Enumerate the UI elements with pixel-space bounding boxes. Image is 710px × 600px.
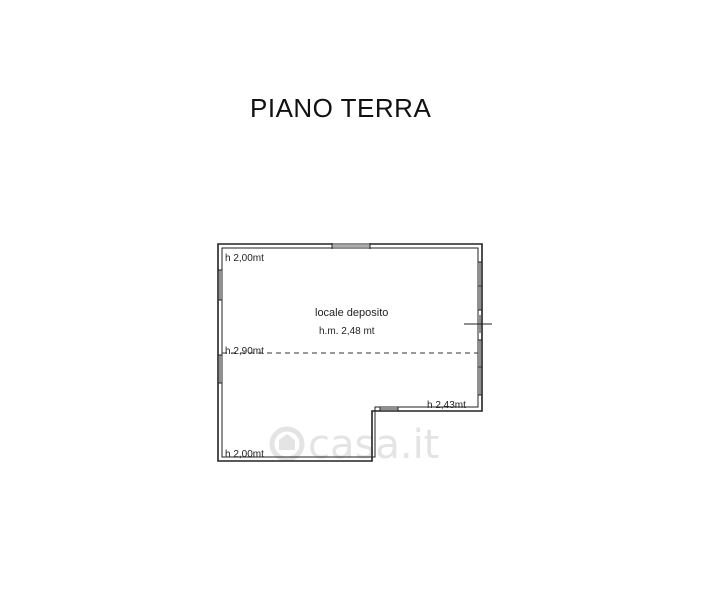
- top-window: [331, 243, 371, 249]
- room-name: locale deposito: [315, 307, 388, 319]
- left-window-lower: [218, 354, 222, 384]
- room-average-height: h.m. 2,48 mt: [319, 326, 375, 337]
- right-window-upper: [478, 261, 482, 311]
- step-window: [379, 407, 399, 411]
- outer-wall: [217, 243, 483, 462]
- plan-title: PIANO TERRA: [250, 93, 431, 123]
- left-window-upper: [218, 269, 222, 301]
- height-label-step: h 2,43mt: [427, 400, 466, 411]
- height-label-bottom-left: h 2,00mt: [225, 449, 264, 460]
- height-label-top-left: h 2,00mt: [225, 253, 264, 264]
- entrance-cross-icon: [464, 315, 492, 333]
- casa-logo-icon: [269, 426, 305, 462]
- right-window-lower: [478, 339, 482, 396]
- height-label-middle-left: h.2,90mt: [225, 346, 264, 357]
- inner-wall: [221, 247, 479, 458]
